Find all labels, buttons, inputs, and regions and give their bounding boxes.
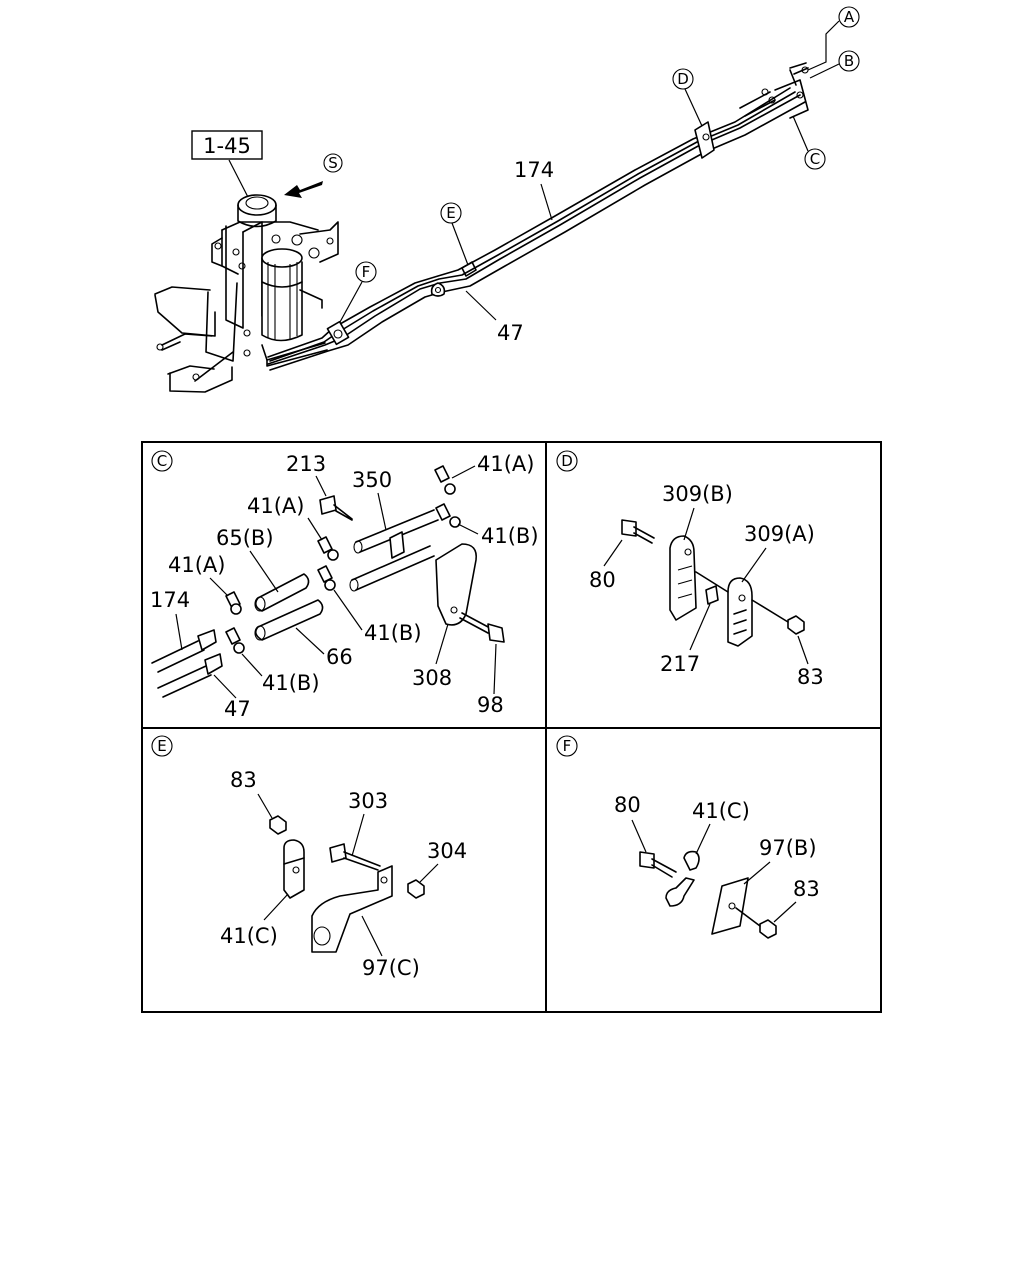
c-label-41a-mid: 41(A) [247,494,304,518]
panel-f-tag: F [563,737,572,755]
callout-b[interactable]: B [838,50,860,72]
panel-c: C [150,450,539,721]
panel-e-tag: E [157,737,166,755]
d-label-80: 80 [589,568,616,592]
e-label-41c: 41(C) [220,924,278,948]
pipe-run [267,62,809,371]
c-label-308: 308 [412,666,452,690]
callout-c-letter: C [810,150,820,168]
panel-f: F 80 41(C) 97(B) 83 [556,735,820,939]
c-label-213: 213 [286,452,326,476]
callout-d-letter: D [677,70,689,88]
e-label-83: 83 [230,768,257,792]
c-label-41a-left: 41(A) [168,553,225,577]
pipe-47-label: 47 [497,321,524,345]
ref-box-label: 1-45 [203,134,251,158]
c-label-41b-right: 41(B) [481,524,539,548]
callout-f-letter: F [362,263,371,281]
c-label-47: 47 [224,697,251,721]
detail-grid [141,441,882,1013]
e-label-97c: 97(C) [362,956,420,980]
callout-s-letter: S [328,154,338,172]
c-label-41a-top: 41(A) [477,452,534,476]
d-label-309b: 309(B) [662,482,733,506]
arrow-icon [284,181,323,198]
panel-c-tag: C [157,452,167,470]
d-label-217: 217 [660,652,700,676]
e-label-304: 304 [427,839,467,863]
callout-a-letter: A [844,8,855,26]
filter-assembly [154,194,339,393]
c-label-65b: 65(B) [216,526,274,550]
c-label-41b-bottom: 41(B) [262,671,320,695]
f-label-83: 83 [793,877,820,901]
callout-c[interactable]: C [804,148,826,170]
pipe-174-label: 174 [514,158,554,182]
f-label-41c: 41(C) [692,799,750,823]
c-label-98: 98 [477,693,504,717]
panel-e: E 83 303 304 41(C) 97(C) [151,735,467,980]
f-label-80: 80 [614,793,641,817]
callout-b-letter: B [844,52,854,70]
c-label-174: 174 [150,588,190,612]
c-label-66: 66 [326,645,353,669]
d-label-309a: 309(A) [744,522,815,546]
callout-e-letter: E [446,204,455,222]
c-label-41b-center: 41(B) [364,621,422,645]
callout-s[interactable]: S [323,153,343,173]
callout-e[interactable]: E [440,202,462,224]
callout-f[interactable]: F [355,261,377,283]
callout-d[interactable]: D [672,68,694,90]
e-label-303: 303 [348,789,388,813]
d-label-83: 83 [797,665,824,689]
panel-d: D 309(B) 309(A) 80 217 83 [556,450,824,689]
f-label-97b: 97(B) [759,836,817,860]
ref-box-1-45[interactable]: 1-45 [191,130,263,160]
callout-a[interactable]: A [838,6,860,28]
panel-d-tag: D [561,452,573,470]
overview-assembly: 1-45 S [154,6,860,393]
c-label-350: 350 [352,468,392,492]
